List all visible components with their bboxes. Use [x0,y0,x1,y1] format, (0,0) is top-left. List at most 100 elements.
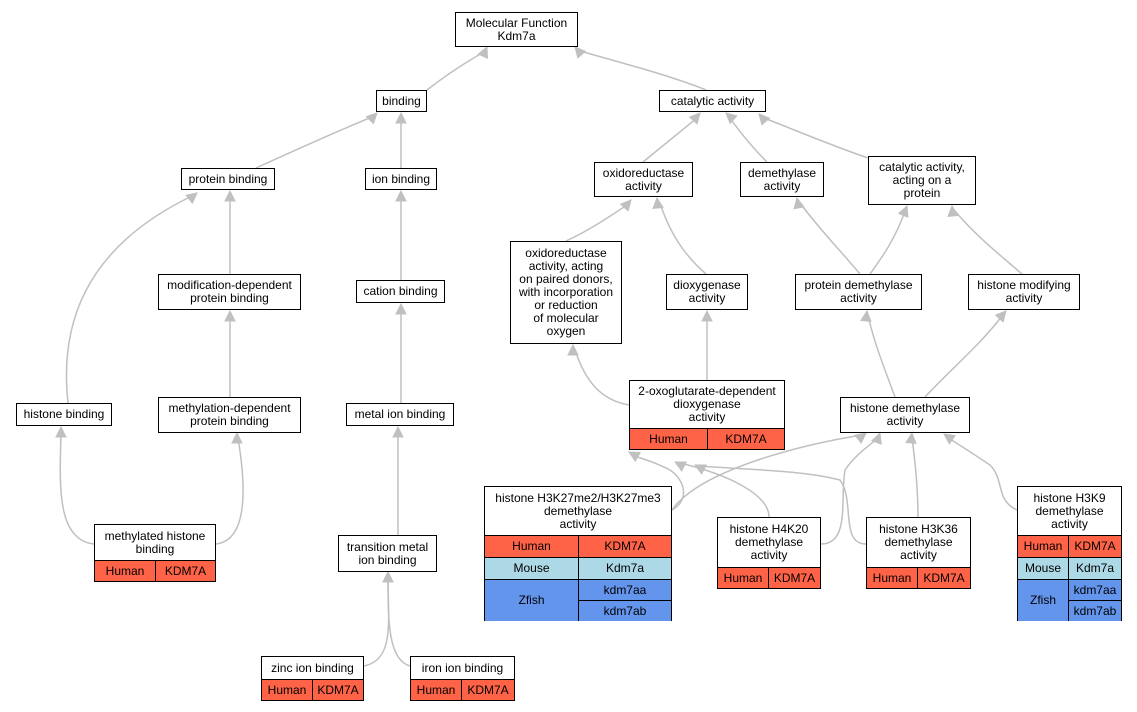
node-title: methylated histone binding [95,525,215,561]
node-catalytic-activity[interactable]: catalytic activity [659,90,766,112]
node-zinc-ion-binding[interactable]: zinc ion binding Human KDM7A [261,656,364,701]
node-protein-demethylase-activity[interactable]: protein demethylase activity [795,274,922,310]
edge-line [867,315,896,398]
edge-line [426,49,488,91]
gene-label: KDM7A [604,539,646,553]
edge-line [729,117,768,163]
node-title: zinc ion binding [262,657,363,680]
edge-arrowhead [231,431,243,444]
edge-line [574,349,630,406]
node-root[interactable]: Molecular Function Kdm7a [455,12,578,47]
node-histone-h3k36-demethylase-activity[interactable]: histone H3K36 demethylase activity Human… [866,517,971,589]
node-histone-h3k27me2-h3k27me3-demethylase-activity[interactable]: histone H3K27me2/H3K27me3 demethylase ac… [484,486,672,621]
edge-line [59,431,95,545]
node-catalytic-activity-protein[interactable]: catalytic activity, acting on a protein [868,156,976,205]
edge-line [565,204,628,242]
edge-arrowhead [628,451,641,463]
edge-arrowhead [652,196,664,210]
node-histone-modifying-activity[interactable]: histone modifying activity [968,274,1080,310]
edge-arrowhead [674,461,687,472]
node-protein-binding[interactable]: protein binding [181,168,275,190]
node-methylation-dependent-protein-binding[interactable]: methylation-dependent protein binding [158,397,301,433]
species-label: Zfish [1018,580,1069,621]
edge-line [387,576,411,667]
gene-label: KDM7A [1074,539,1116,553]
gene-label: KDM7A [164,563,207,578]
node-iron-ion-binding[interactable]: iron ion binding Human KDM7A [410,656,515,701]
node-ion-binding[interactable]: ion binding [365,168,437,190]
edge-line [255,116,373,169]
node-metal-ion-binding[interactable]: metal ion binding [346,403,454,426]
edge-arrowhead [905,431,917,445]
edge-arrowhead [55,425,67,438]
node-title: 2-oxoglutarate-dependent dioxygenase act… [630,381,784,429]
edge-arrowhead [943,433,956,445]
gene-label: KDM7A [773,570,816,585]
node-binding[interactable]: binding [376,90,427,112]
gene-label: KDM7A [725,431,767,446]
species-row: Mouse Kdm7a [485,557,671,579]
node-modification-dependent-protein-binding[interactable]: modification-dependent protein binding [158,274,301,310]
edge-line [954,210,1023,275]
node-title: iron ion binding [411,657,514,680]
gene-label: kdm7aa [603,582,647,597]
node-title: histone H3K36 demethylase activity [867,518,970,568]
edge-arrowhead [224,309,236,322]
edge-arrowhead [574,46,587,59]
edge-line [215,437,244,545]
species-row: Zfish kdm7aa kdm7ab [1018,579,1121,621]
node-2-oxoglutarate-dependent-dioxygenase-activity[interactable]: 2-oxoglutarate-dependent dioxygenase act… [629,380,785,450]
species-row: Human KDM7A [1018,536,1121,557]
node-histone-h4k20-demethylase-activity[interactable]: histone H4K20 demethylase activity Human… [717,517,821,589]
edge-arrowhead [395,111,407,124]
edge-arrowhead [619,199,632,212]
species-row: Human KDM7A [867,568,970,588]
node-title: histone H4K20 demethylase activity [718,518,820,568]
edge-line [642,117,698,163]
node-cation-binding[interactable]: cation binding [356,280,445,303]
edge-arrowhead [392,425,404,438]
edge-arrowhead [365,112,378,125]
edge-line [947,437,1018,511]
edge-arrowhead [185,192,198,205]
node-histone-demethylase-activity[interactable]: histone demethylase activity [840,397,970,433]
edge-line [65,195,193,404]
edge-line [911,437,919,518]
edge-line [820,437,879,545]
edge-arrowhead [947,204,959,218]
edge-line [679,462,770,518]
edge-arrowhead [701,309,713,322]
gene-label: kdm7ab [1069,600,1121,621]
gene-label: KDM7A [317,682,359,697]
node-transition-metal-ion-binding[interactable]: transition metal ion binding [338,535,437,572]
edge-arrowhead [395,302,407,315]
species-label: Human [262,680,313,700]
node-histone-binding[interactable]: histone binding [16,403,112,426]
species-label: Human [718,568,769,588]
edge-arrowhead [382,570,394,583]
species-row: Human KDM7A [411,680,514,700]
species-row: Human KDM7A [485,536,671,557]
species-row: Human KDM7A [630,429,784,449]
node-title: histone H3K27me2/H3K27me3 demethylase ac… [485,487,671,536]
node-dioxygenase-activity[interactable]: dioxygenase activity [666,274,748,310]
node-demethylase-activity[interactable]: demethylase activity [740,162,824,197]
edge-arrowhead [725,112,738,125]
node-methylated-histone-binding[interactable]: methylated histone binding Human KDM7A [94,524,216,582]
gene-label: kdm7ab [579,600,671,621]
node-histone-h3k9-demethylase-activity[interactable]: histone H3K9 demethylase activity Human … [1017,486,1122,621]
species-label: Human [630,429,708,449]
edge-arrowhead [870,431,882,445]
edge-arrowhead [224,189,236,202]
gene-label: KDM7A [923,570,965,585]
species-label: Mouse [485,558,579,579]
node-oxidoreductase-activity[interactable]: oxidoreductase activity [594,162,693,197]
species-label: Mouse [1018,558,1069,579]
node-oxidoreductase-paired-donors[interactable]: oxidoreductase activity, acting on paire… [510,241,622,344]
edge-arrowhead [860,309,872,323]
edge-line [869,210,906,275]
species-label: Human [95,561,156,581]
edge-arrowhead [758,113,771,126]
edge-line [763,117,869,159]
